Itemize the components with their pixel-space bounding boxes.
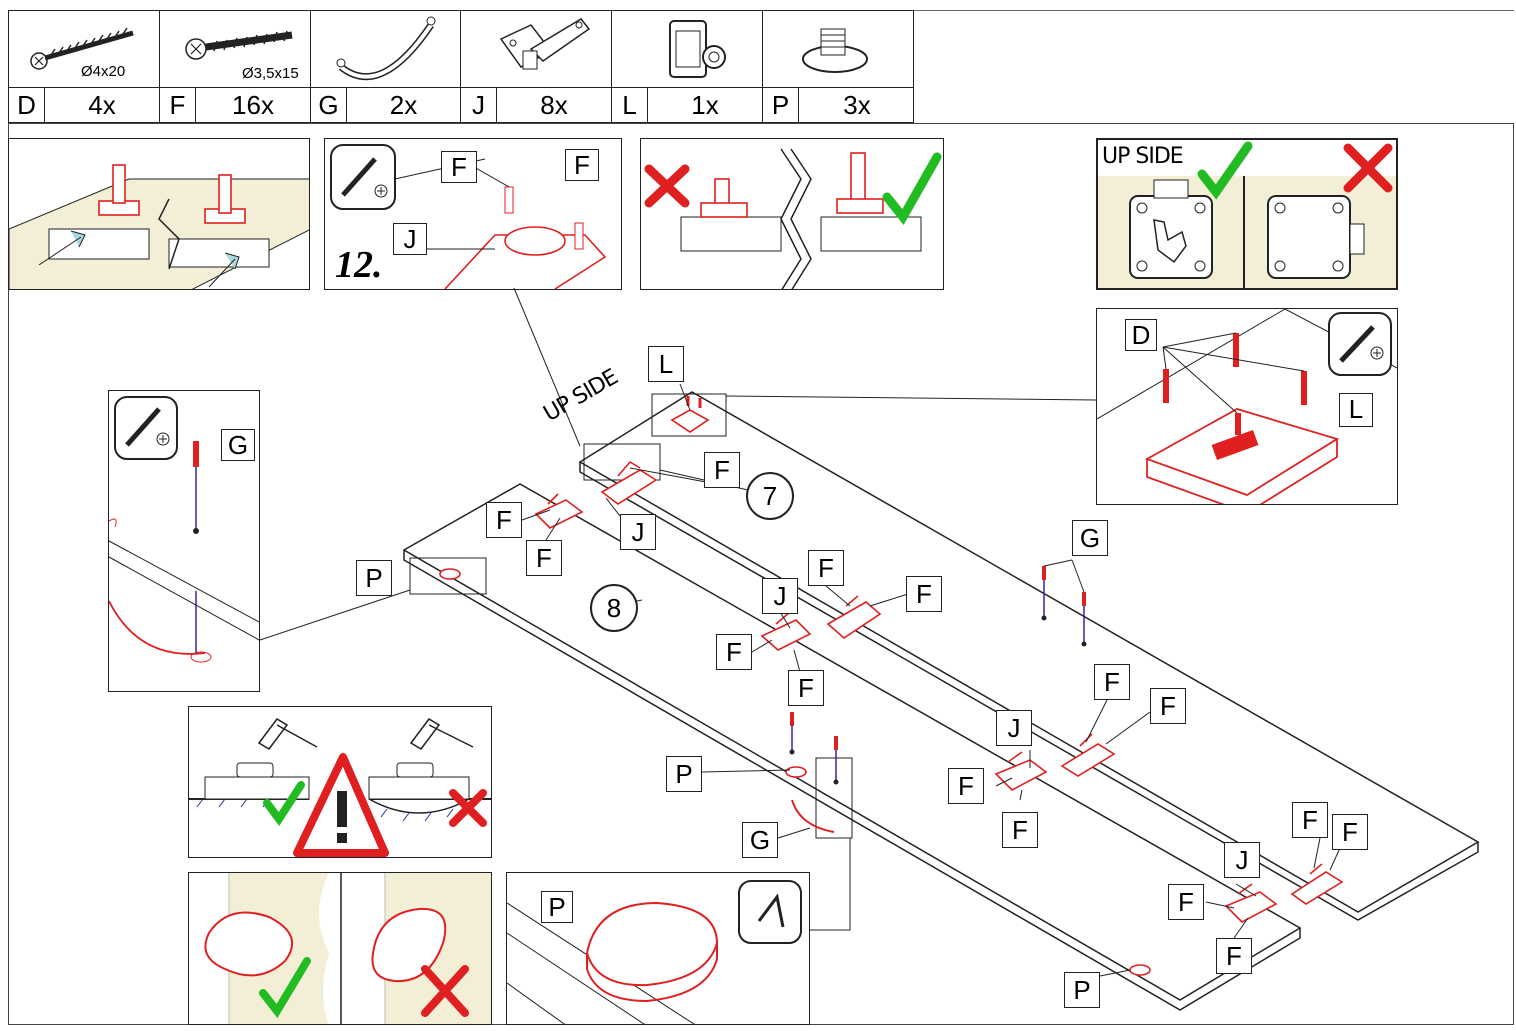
part-qty-f: 16x	[196, 88, 311, 123]
callout-j: J	[1224, 842, 1260, 878]
wrong-mark-icon	[421, 965, 469, 1017]
part-cell-j	[461, 11, 612, 87]
bumper-pad-icon	[802, 28, 868, 73]
part-qty-p: 3x	[843, 90, 871, 120]
callout-f: F	[1150, 688, 1186, 724]
hinge-alignment-detail	[8, 138, 310, 290]
part-spec-f: Ø3,5x15	[242, 65, 299, 82]
lock-upside-detail: UP SIDE	[1096, 138, 1398, 290]
callout-l: L	[1339, 393, 1373, 427]
callout-j: J	[996, 710, 1032, 746]
panel-number-8: 8	[590, 584, 638, 632]
parts-qty-row: D 4x F 16x G 2x J 8x L 1x P 3x	[9, 87, 913, 123]
check-mark-icon	[263, 781, 305, 826]
part-letter-g: G	[311, 88, 347, 123]
part-cell-l	[612, 11, 763, 87]
callout-f: F	[486, 502, 522, 538]
part-letter-f: F	[160, 88, 196, 123]
pad-orientation-detail	[188, 872, 492, 1025]
part-spec-d: Ø4x20	[81, 63, 126, 80]
callout-f: F	[1292, 802, 1328, 838]
callout-j: J	[620, 514, 656, 550]
callout-f: F	[565, 149, 599, 181]
pad-closeup-detail: P	[506, 872, 810, 1025]
hinge-icon	[499, 18, 591, 70]
callout-p: P	[541, 891, 573, 923]
callout-f: F	[948, 768, 984, 804]
wrong-mark-icon	[1343, 143, 1393, 193]
hand-pointer-icon	[1153, 219, 1187, 264]
handle-mounting-detail: G	[108, 390, 260, 692]
part-letter-l: L	[612, 88, 648, 123]
hammer-small-icon	[757, 893, 785, 928]
part-cell-f: Ø3,5x15	[160, 11, 311, 87]
callout-l: L	[648, 346, 684, 382]
hinge-orientation-detail	[640, 138, 944, 290]
part-qty-l: 1x	[648, 88, 763, 123]
lock-icon	[669, 20, 726, 78]
wrong-mark-icon	[449, 789, 487, 827]
callout-f: F	[526, 540, 562, 576]
callout-d: D	[1125, 319, 1157, 351]
part-qty-j: 8x	[497, 88, 612, 123]
callout-j: J	[762, 578, 798, 614]
screw-short-icon	[185, 30, 293, 60]
check-mark-icon	[1197, 141, 1253, 200]
callout-g: G	[221, 429, 255, 461]
callout-g: G	[742, 822, 778, 858]
part-cell-g	[311, 11, 461, 87]
part-cell-p	[763, 11, 915, 87]
part-qty-g: 2x	[347, 88, 461, 123]
wrong-mark-icon	[644, 164, 690, 208]
part-cell-d: Ø4x20	[9, 11, 160, 87]
parts-table: Ø4x20 Ø3,5x15	[8, 10, 914, 123]
panel-number-7: 7	[746, 472, 794, 520]
callout-f: F	[716, 634, 752, 670]
callout-f: F	[808, 550, 844, 586]
part-letter-p: P	[763, 88, 799, 123]
hammer-warning-detail	[188, 706, 492, 858]
callout-f: F	[1094, 664, 1130, 700]
callout-f: F	[788, 670, 824, 706]
callout-f: F	[1168, 884, 1204, 920]
handle-icon	[336, 16, 436, 81]
part-qty-d: 4x	[45, 88, 160, 123]
lock-mounting-detail: D L	[1096, 308, 1398, 505]
callout-f: F	[441, 151, 477, 183]
hammer-icon	[409, 718, 474, 750]
callout-f: F	[704, 452, 740, 488]
part-letter-d: D	[9, 88, 45, 123]
callout-j: J	[393, 223, 427, 255]
callout-g: G	[1072, 520, 1108, 556]
callout-f: F	[1216, 938, 1252, 974]
callout-f: F	[906, 576, 942, 612]
callout-f: F	[1002, 812, 1038, 848]
step-number: 12.	[335, 244, 383, 286]
screw-long-icon	[30, 27, 134, 70]
check-mark-icon	[882, 152, 942, 226]
callout-p: P	[666, 756, 702, 792]
callout-p: P	[356, 560, 392, 596]
screw-hinge-detail: F F J 12.	[324, 138, 622, 290]
check-mark-icon	[259, 957, 311, 1019]
upside-label: UP SIDE	[1102, 144, 1184, 169]
part-letter-j: J	[461, 88, 497, 123]
header-rule	[914, 10, 1514, 11]
callout-f: F	[1332, 814, 1368, 850]
hammer-icon	[257, 718, 318, 750]
callout-p: P	[1064, 972, 1100, 1008]
